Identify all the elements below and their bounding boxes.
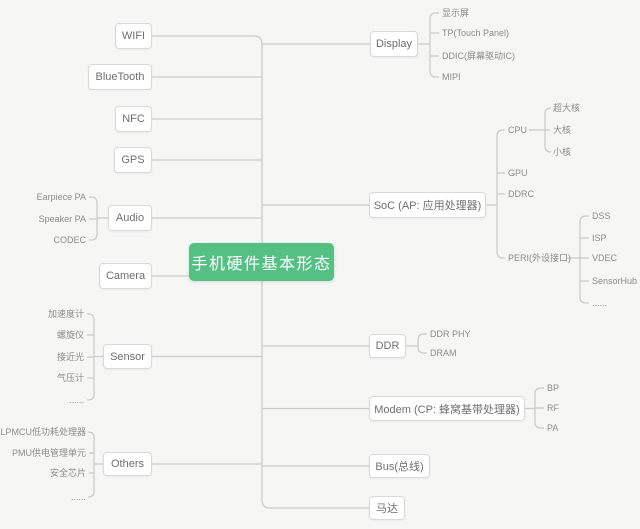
leaf-lpmcu[interactable]: LPMCU低功耗处理器: [0, 427, 86, 437]
node-nfc[interactable]: NFC: [115, 106, 152, 132]
leaf-item-3[interactable]: ......: [70, 492, 86, 502]
connector-path: [429, 12, 439, 78]
leaf-isp[interactable]: ISP: [592, 233, 607, 243]
leaf-ddr-phy[interactable]: DDR PHY: [430, 329, 471, 339]
leaf-item-1[interactable]: 螺旋仪: [56, 330, 84, 340]
leaf-item-2[interactable]: 安全芯片: [49, 468, 86, 478]
leaf-item-3[interactable]: 气压计: [56, 373, 84, 383]
leaf-bp[interactable]: BP: [547, 383, 560, 393]
node-bluetooth[interactable]: BlueTooth: [88, 64, 152, 90]
leaf-item-0[interactable]: 加速度计: [47, 309, 84, 319]
leaf-cpu[interactable]: CPU: [508, 125, 528, 135]
node-others[interactable]: Others: [103, 452, 152, 476]
root-node[interactable]: 手机硬件基本形态: [189, 243, 334, 281]
leaf-item-2[interactable]: 小核: [553, 147, 572, 157]
node-wifi[interactable]: WIFI: [115, 23, 152, 49]
leaf-pmu[interactable]: PMU供电管理单元: [12, 448, 86, 458]
leaf-vdec[interactable]: VDEC: [592, 253, 618, 263]
leaf-ddrc[interactable]: DDRC: [508, 189, 534, 199]
node-audio[interactable]: Audio: [108, 205, 152, 231]
leaf-earpiece-pa[interactable]: Earpiece PA: [36, 192, 86, 202]
leaf-mipi[interactable]: MIPI: [442, 72, 461, 82]
node-sensor[interactable]: Sensor: [103, 344, 152, 369]
node-soc-ap[interactable]: SoC (AP: 应用处理器): [369, 192, 486, 218]
node-branch-5[interactable]: 马达: [369, 496, 405, 520]
leaf-item-0[interactable]: 显示屏: [442, 8, 470, 18]
connector-path: [87, 431, 95, 498]
leaf-rf[interactable]: RF: [547, 403, 559, 413]
leaf-item-4[interactable]: ......: [68, 395, 84, 405]
connector-path: [579, 215, 589, 304]
leaf-pa[interactable]: PA: [547, 423, 559, 433]
node-modem-cp[interactable]: Modem (CP: 蜂窝基带处理器): [369, 396, 525, 421]
leaf-peri[interactable]: PERI(外设接口): [508, 253, 572, 263]
node-ddr[interactable]: DDR: [369, 334, 406, 358]
leaf-gpu[interactable]: GPU: [508, 168, 528, 178]
leaf-dss[interactable]: DSS: [592, 211, 611, 221]
leaf-speaker-pa[interactable]: Speaker PA: [38, 214, 86, 224]
node-gps[interactable]: GPS: [114, 147, 152, 173]
node-camera[interactable]: Camera: [99, 263, 152, 289]
leaf-sensorhub[interactable]: SensorHub: [592, 276, 638, 286]
leaf-item-2[interactable]: 接近光: [56, 352, 84, 362]
node-bus[interactable]: Bus(总线): [369, 454, 430, 478]
node-display[interactable]: Display: [370, 31, 418, 57]
leaf-codec[interactable]: CODEC: [53, 235, 86, 245]
leaf-ddic-ic[interactable]: DDIC(屏幕驱动IC): [442, 51, 515, 61]
leaf-item-4[interactable]: ......: [592, 298, 608, 308]
connector-path: [417, 333, 427, 354]
leaf-item-1[interactable]: 大核: [553, 125, 572, 135]
leaf-tp-touch-panel[interactable]: TP(Touch Panel): [442, 28, 510, 38]
leaf-dram[interactable]: DRAM: [430, 348, 457, 358]
leaf-item-0[interactable]: 超大核: [553, 103, 581, 113]
